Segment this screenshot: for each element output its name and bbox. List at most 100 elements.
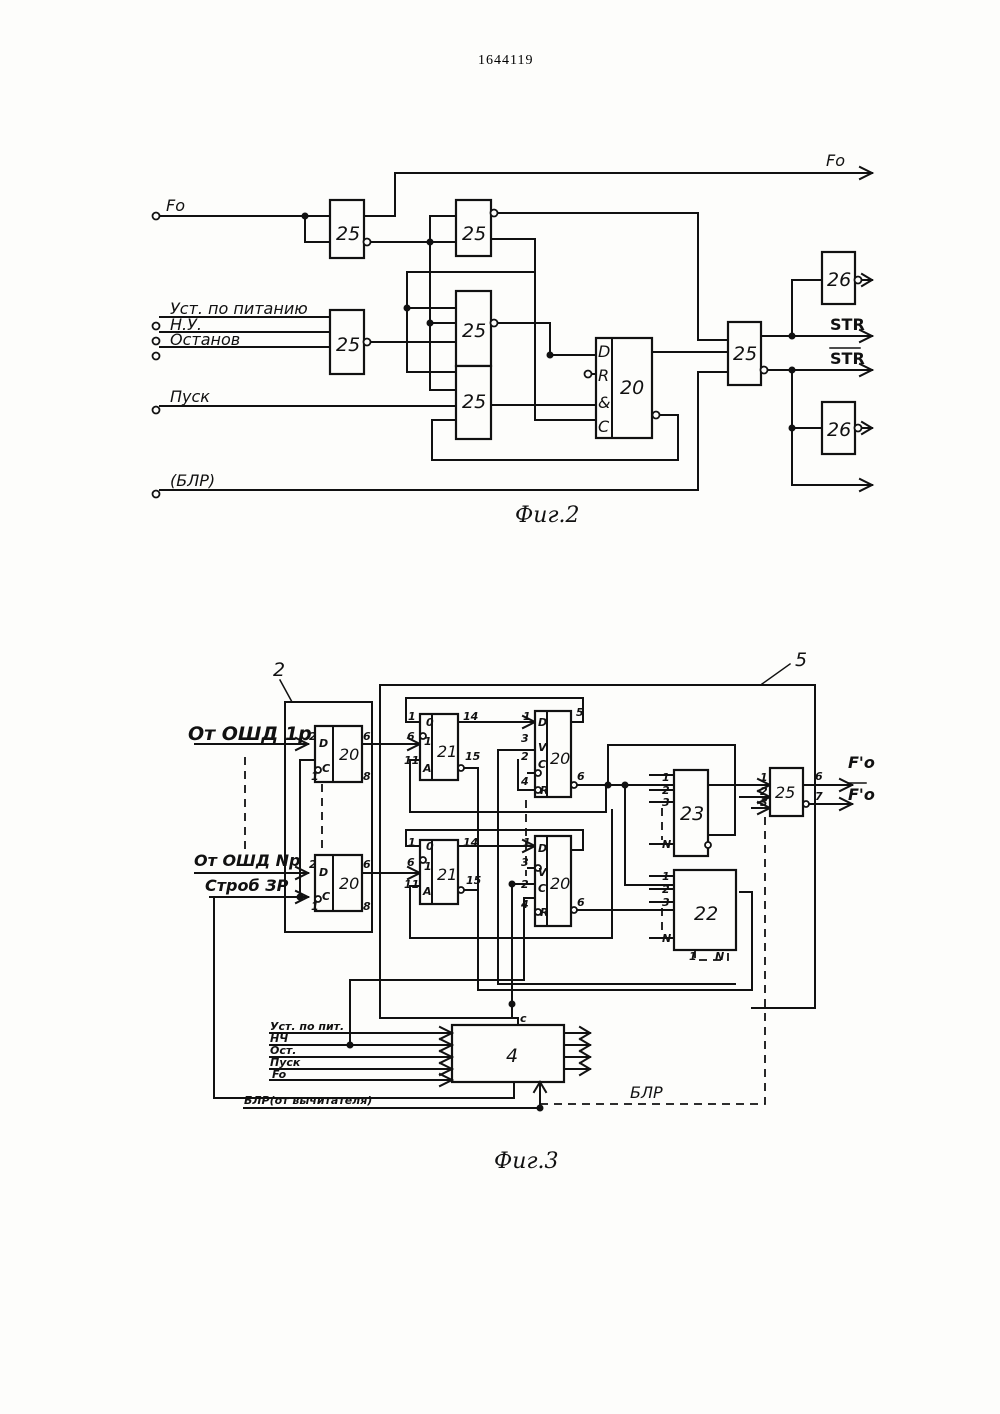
fig2-block-label: 26 <box>827 269 851 291</box>
fig3-input-osd1: От ОШД 1р <box>188 723 312 745</box>
fig2-block-label: 25 <box>336 334 360 356</box>
pin-label: 14 <box>463 836 478 849</box>
pin-label: 1 <box>760 771 768 784</box>
fig2-input-stop: Останов <box>170 330 240 349</box>
pin-label: 6 <box>815 770 823 783</box>
fig3-input-blr-sub: БЛР(от вычитателя) <box>244 1094 372 1107</box>
fig3-input-osdn: От ОШД Nр <box>194 851 300 870</box>
fig3-block-label: 25 <box>775 783 795 802</box>
pin-label: C <box>538 882 546 895</box>
fig2-block-label: 25 <box>462 391 486 413</box>
fig3-block-label: 4 <box>506 1045 518 1067</box>
fig2-block-label: 25 <box>462 223 486 245</box>
pin-label: 6 <box>577 896 585 909</box>
fig2-block-label: 25 <box>462 320 486 342</box>
fig2-pin-d: D <box>598 342 610 361</box>
pin-label: R <box>540 906 548 919</box>
pin-label: 3 <box>662 796 670 809</box>
fig3-block-label: 20 <box>339 745 359 764</box>
pin-label: 4 <box>520 898 529 911</box>
fig2-block-label: 25 <box>733 343 757 365</box>
pin-label: D <box>538 716 547 729</box>
fig3-input-strobe: Строб ЗР <box>205 876 289 895</box>
fig2-output-f0: Fo <box>826 151 845 170</box>
fig3-group-2-label: 2 <box>273 659 285 681</box>
pin-label: 4 <box>520 775 529 788</box>
fig3-block-label: 23 <box>680 803 704 825</box>
pin-label: c <box>520 1012 527 1025</box>
pin-label: C <box>322 762 330 775</box>
pin-label: A <box>422 885 432 898</box>
pin-label: 1 <box>311 900 319 913</box>
pin-label: 6 <box>407 730 415 743</box>
pin-label: N <box>662 932 671 945</box>
pin-label: 2 <box>521 750 529 763</box>
pin-label: 1 <box>662 771 670 784</box>
fig3-block-label: 20 <box>550 874 570 893</box>
fig3-block-label: 20 <box>339 874 359 893</box>
fig2-pin-r: R <box>598 366 609 385</box>
pin-label: C <box>538 758 546 771</box>
pin-label: D <box>538 842 547 855</box>
fig2-input-f0: Fo <box>166 196 185 215</box>
fig3-group-5-label: 5 <box>795 649 807 671</box>
pin-label: 2 <box>309 858 317 871</box>
fig2-pin-c: C <box>598 417 610 436</box>
pin-label: 6 <box>363 858 371 871</box>
fig2-input-start: Пуск <box>170 387 210 406</box>
fig2-pin-amp: & <box>598 393 610 412</box>
patent-number: 1644119 <box>478 53 533 68</box>
pin-label: 1 <box>408 836 416 849</box>
pin-label: 1 <box>689 950 697 963</box>
fig2-block-label: 25 <box>336 223 360 245</box>
pin-label: 15 <box>466 874 482 887</box>
fig2-caption: Фиг.2 <box>515 503 580 528</box>
pin-label: 11 <box>404 754 419 767</box>
fig3-block-label: 21 <box>437 742 457 761</box>
pin-label: N <box>662 838 671 851</box>
pin-label: 6 <box>407 856 415 869</box>
pin-label: D <box>319 737 328 750</box>
pin-label: 7 <box>815 790 823 803</box>
fig3-caption: Фиг.3 <box>494 1149 559 1174</box>
fig3-output-f0p-bar: F'o <box>848 785 875 804</box>
pin-label: A <box>422 762 432 775</box>
figure-2: 25 25 25 25 25 20 25 26 26 D R & C Fo Ус… <box>153 151 873 528</box>
pin-label: 2 <box>521 878 529 891</box>
pin-label: 5 <box>576 706 584 719</box>
pin-label: 11 <box>404 878 419 891</box>
pin-label: V <box>538 866 548 879</box>
pin-label: 15 <box>465 750 481 763</box>
fig3-block-label: 21 <box>437 865 457 884</box>
pin-label: 1 <box>523 836 531 849</box>
pin-label: 1 <box>408 710 416 723</box>
pin-label: D <box>319 866 328 879</box>
pin-label: 1 <box>424 735 432 748</box>
pin-label: 14 <box>463 710 478 723</box>
fig2-output-str: STR <box>830 315 865 334</box>
pin-label: V <box>538 741 548 754</box>
fig2-output-str-bar: STR <box>830 349 865 368</box>
pin-label: N <box>715 950 724 963</box>
pin-label: 1 <box>662 870 670 883</box>
pin-label: R <box>540 784 548 797</box>
pin-label: 0 <box>426 716 434 729</box>
pin-label: 3 <box>521 856 529 869</box>
fig3-input-f0: Fo <box>272 1068 287 1081</box>
fig3-signal-blr: БЛР <box>630 1083 663 1102</box>
pin-label: 6 <box>577 770 585 783</box>
fig2-block-label: 20 <box>620 377 644 399</box>
pin-label: 3 <box>760 796 768 809</box>
fig2-block-label: 26 <box>827 419 851 441</box>
pin-label: 0 <box>426 840 434 853</box>
pin-label: 1 <box>311 770 319 783</box>
pin-label: 2 <box>662 883 670 896</box>
figure-3: 2 5 <box>188 649 875 1174</box>
fig3-block-label: 20 <box>550 749 570 768</box>
pin-label: 6 <box>363 730 371 743</box>
fig3-output-f0p: F'o <box>848 753 875 772</box>
fig3-block-label: 22 <box>694 903 718 925</box>
pin-label: 8 <box>363 770 371 783</box>
pin-label: 1 <box>424 860 432 873</box>
